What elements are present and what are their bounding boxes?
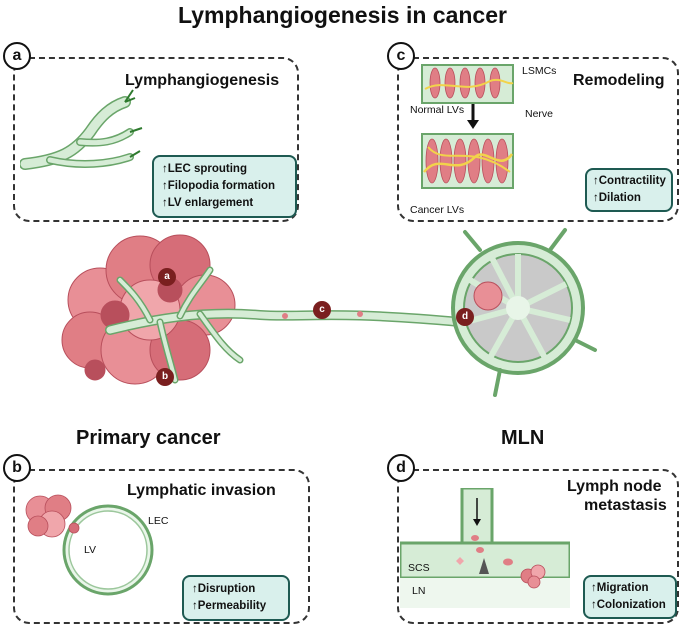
- pin-c: c: [313, 301, 331, 319]
- effect-filopodia: ↑Filopodia formation: [162, 180, 276, 192]
- panel-d-tag: d: [387, 454, 415, 482]
- effect-permeability: ↑Permeability: [192, 600, 267, 612]
- pin-d: d: [456, 308, 474, 326]
- effect-lv-enlargement: ↑LV enlargement: [162, 197, 254, 209]
- mln-heading: MLN: [501, 427, 545, 449]
- effect-disruption: ↑Disruption: [192, 583, 256, 595]
- scs-label: SCS: [408, 562, 430, 574]
- panel-c: [397, 57, 679, 222]
- panel-b-tag: b: [3, 454, 31, 482]
- central-illustration: [61, 228, 597, 397]
- panel-c-tag: c: [387, 42, 415, 70]
- figure-title: Lymphangiogenesis in cancer: [178, 2, 507, 28]
- panel-b: [13, 469, 310, 624]
- lv-label: LV: [84, 544, 97, 556]
- lec-sprouting-illustration: [20, 89, 143, 170]
- effect-lec-sprouting: ↑LEC sprouting: [162, 163, 247, 175]
- effect-contractility: ↑Contractility: [593, 175, 666, 187]
- panel-c-heading: Remodeling: [573, 72, 665, 89]
- panel-c-effects: ↑Contractility ↑Dilation: [585, 168, 673, 212]
- normal-lv-illustration: [421, 64, 514, 104]
- cancer-lv-illustration: [421, 133, 514, 189]
- effect-colonization: ↑Colonization: [591, 599, 666, 611]
- remodeling-arrow: [467, 104, 479, 129]
- lymph-node: [451, 228, 597, 397]
- panel-a-tag: a: [3, 42, 31, 70]
- panel-a-effects: ↑LEC sprouting ↑Filopodia formation ↑LV …: [152, 155, 297, 218]
- nerve-label: Nerve: [525, 108, 554, 120]
- pin-a: a: [158, 268, 176, 286]
- effect-migration: ↑Migration: [591, 582, 649, 594]
- panel-b-heading: Lymphatic invasion: [127, 482, 276, 499]
- lymph-node-metastasis-illustration: [400, 488, 570, 608]
- lsmcs-label: LSMCs: [522, 65, 557, 77]
- pin-b: b: [156, 368, 174, 386]
- cancer-lvs-label: Cancer LVs: [410, 204, 465, 216]
- primary-cancer-heading: Primary cancer: [76, 427, 221, 449]
- ln-label: LN: [412, 585, 426, 597]
- panel-a: [13, 57, 299, 222]
- panel-d: [397, 469, 679, 624]
- panel-d-heading-line1: Lymph node: [567, 478, 662, 495]
- lymphatic-invasion-illustration: [25, 494, 154, 596]
- lec-label: LEC: [148, 515, 169, 527]
- panel-d-heading-line2: metastasis: [584, 497, 667, 514]
- effect-dilation: ↑Dilation: [593, 192, 641, 204]
- panel-d-effects: ↑Migration ↑Colonization: [583, 575, 677, 619]
- normal-lvs-label: Normal LVs: [410, 104, 465, 116]
- panel-a-heading: Lymphangiogenesis: [125, 72, 280, 89]
- panel-b-effects: ↑Disruption ↑Permeability: [182, 575, 290, 621]
